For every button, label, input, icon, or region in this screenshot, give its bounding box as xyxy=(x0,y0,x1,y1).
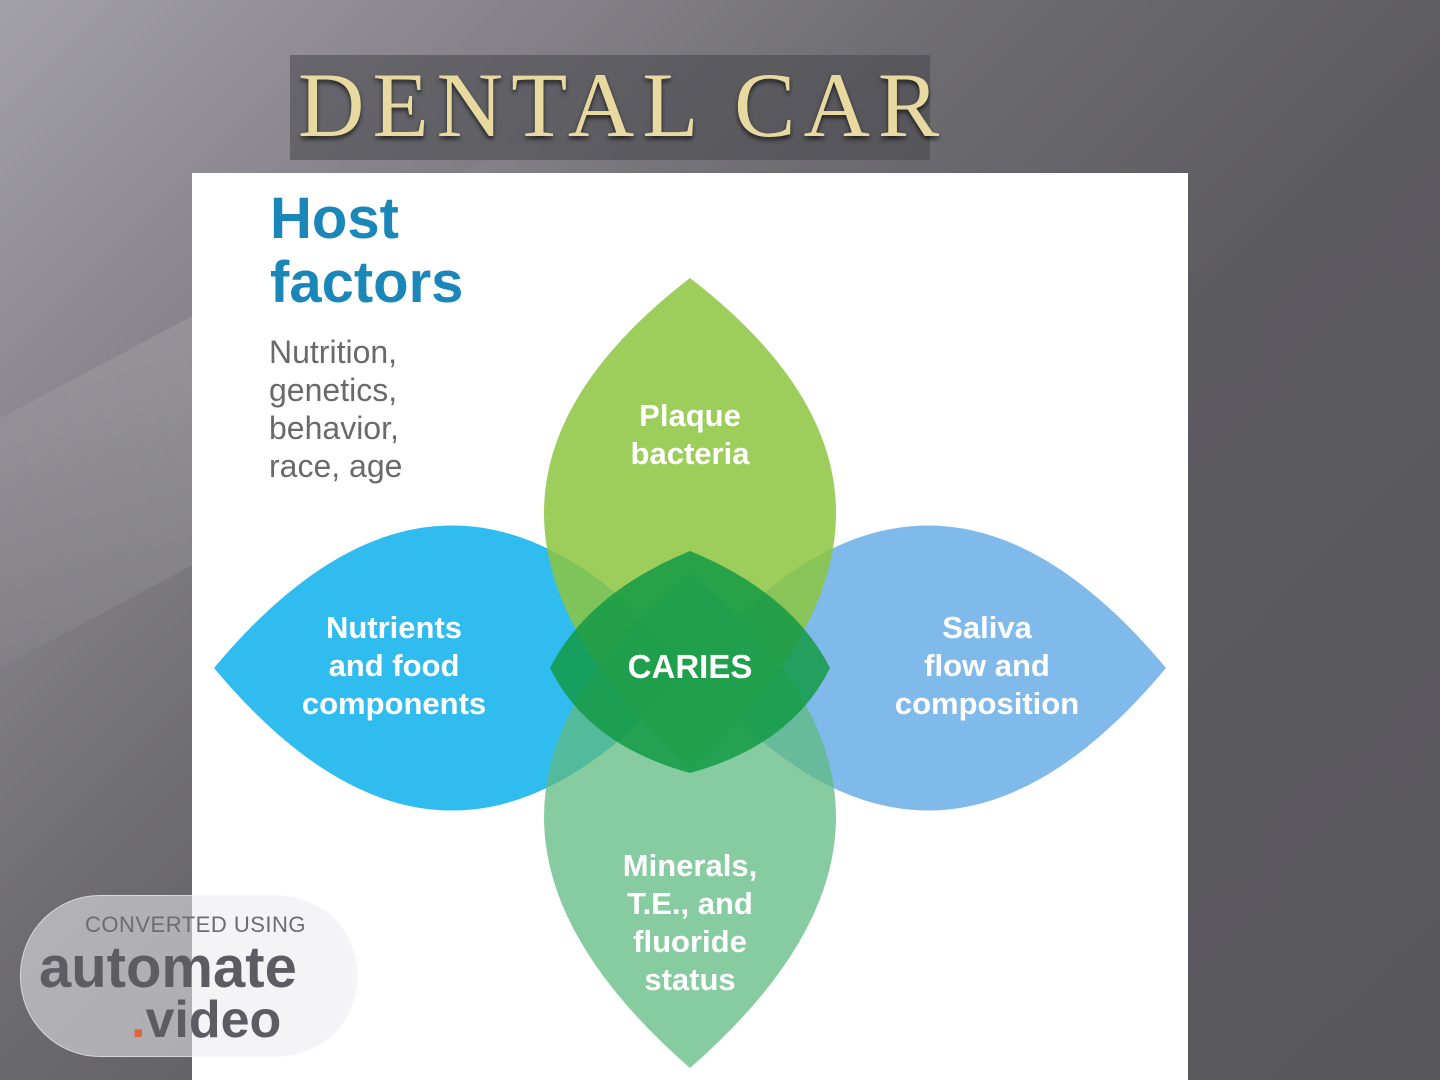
watermark-logo-line1: automate xyxy=(39,935,297,1000)
center-overlap xyxy=(550,551,830,773)
host-title-line: factors xyxy=(270,250,464,315)
title-band xyxy=(290,55,930,160)
label-line: T.E., and xyxy=(627,886,753,921)
host-title-line: Host xyxy=(270,186,399,251)
label-line: components xyxy=(301,686,487,721)
label-line: Saliva xyxy=(942,610,1032,645)
label-line: composition xyxy=(894,686,1080,721)
center-label-caries: CARIES xyxy=(627,648,753,685)
label-line: bacteria xyxy=(630,436,750,471)
label-line: flow and xyxy=(924,648,1050,683)
host-factors-title: Host factors xyxy=(270,187,463,315)
watermark-logo-word: video xyxy=(145,991,282,1049)
label-nutrients: Nutrients and food components xyxy=(264,609,524,723)
label-line: and food xyxy=(328,648,460,683)
label-plaque-bacteria: Plaque bacteria xyxy=(580,397,800,473)
label-line: Minerals, xyxy=(622,848,758,883)
watermark-logo-dot: . xyxy=(131,991,146,1049)
host-factors-description: Nutrition, genetics, behavior, race, age xyxy=(269,333,402,485)
host-desc-line: genetics, xyxy=(269,372,398,408)
slide-title: DENTAL CAR xyxy=(298,54,948,156)
caries-diagram-panel: Host factors Nutrition, genetics, behavi… xyxy=(192,173,1188,1080)
label-line: Plaque xyxy=(639,398,741,433)
watermark-logo-line2: .video xyxy=(131,992,281,1048)
label-line: fluoride xyxy=(633,924,747,959)
watermark-text: CONVERTED USING xyxy=(85,912,307,937)
label-saliva: Saliva flow and composition xyxy=(852,609,1122,723)
host-desc-line: race, age xyxy=(269,448,403,484)
watermark-badge: CONVERTED USING automate .video xyxy=(20,895,358,1057)
host-desc-line: behavior, xyxy=(269,410,399,446)
label-line: status xyxy=(644,962,736,997)
venn-petals-svg xyxy=(214,278,1166,1068)
label-minerals: Minerals, T.E., and fluoride status xyxy=(570,847,810,999)
label-line: Nutrients xyxy=(325,610,463,645)
host-desc-line: Nutrition, xyxy=(269,334,398,370)
